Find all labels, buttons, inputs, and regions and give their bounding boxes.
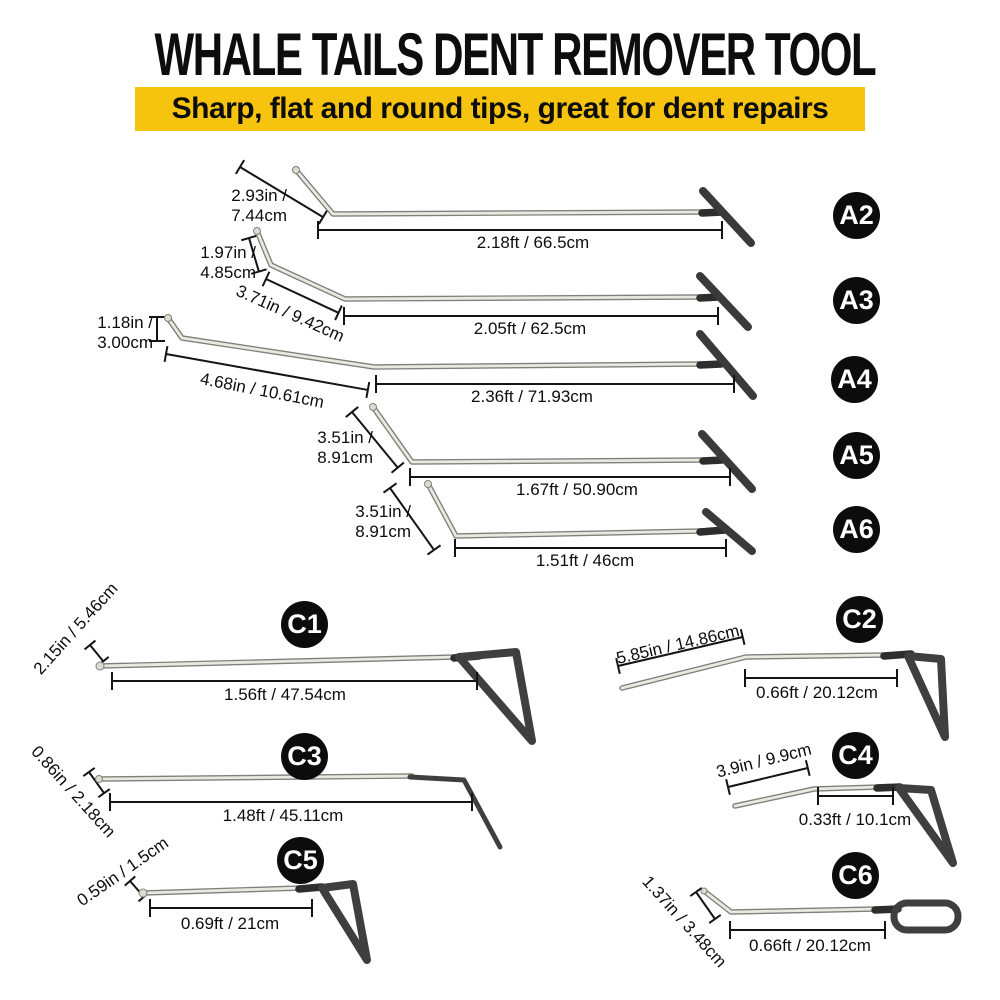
c4-length-measurement: 0.33ft / 10.1cm <box>798 810 912 829</box>
badge-a5: A5 <box>833 432 880 479</box>
a6-length-measurement: 1.51ft / 46cm <box>535 551 635 570</box>
badge-c2: C2 <box>836 596 883 643</box>
c5-length-measurement: 0.69ft / 21cm <box>180 914 280 933</box>
badge-c3: C3 <box>281 733 328 780</box>
badge-a6: A6 <box>833 506 880 553</box>
badge-a2: A2 <box>833 192 880 239</box>
a6-grip <box>696 526 729 536</box>
a5-length-measurement: 1.67ft / 50.90cm <box>516 480 638 499</box>
a3-handle <box>696 272 752 331</box>
c1-length-dimension <box>111 672 478 690</box>
a2-tip-bracket <box>235 159 329 225</box>
c1-handle <box>455 648 536 745</box>
a5-tip-bracket <box>345 406 405 474</box>
c3-tip-bracket <box>82 767 111 799</box>
a5-handle <box>698 430 756 493</box>
a2-handle <box>699 187 755 247</box>
c1-length-measurement: 1.56ft / 47.54cm <box>224 685 346 704</box>
c1-tip-bracket <box>83 639 110 667</box>
c3-tool-drawing <box>82 767 503 850</box>
page-title: WHALE TAILS DENT REMOVER TOOL <box>0 20 1000 89</box>
a3-length-measurement: 2.05ft / 62.5cm <box>473 319 587 338</box>
c4-tip-bracket <box>725 759 811 796</box>
a4-tool-drawing <box>149 314 757 400</box>
c6-length-measurement: 0.66ft / 20.12cm <box>749 936 871 955</box>
c2-handle <box>904 652 949 741</box>
a6-length-dimension <box>454 539 727 557</box>
a3-tool-drawing <box>241 227 752 331</box>
a3-segment-bracket <box>261 271 343 321</box>
a2-length-measurement: 2.18ft / 66.5cm <box>476 233 590 252</box>
a4-handle <box>696 330 757 400</box>
a6-tool-drawing <box>382 480 756 557</box>
c2-length-measurement: 0.66ft / 20.12cm <box>756 683 878 702</box>
c5-handle <box>318 880 371 964</box>
a4-tip-measurement: 1.18in /3.00cm <box>97 313 153 352</box>
c2-tip-bracket <box>615 628 746 675</box>
badge-c6: C6 <box>832 852 879 899</box>
a5-grip <box>699 456 726 465</box>
a6-tip-bracket <box>382 482 442 556</box>
c4-tool-drawing <box>725 759 957 867</box>
badge-c1: C1 <box>281 601 328 648</box>
subtitle-banner: Sharp, flat and round tips, great for de… <box>135 87 865 131</box>
a2-tool-drawing <box>235 159 755 247</box>
c6-tool-drawing <box>689 887 962 939</box>
c4-handle <box>895 784 957 867</box>
a3-tip-bracket <box>241 234 267 275</box>
c2-length-dimension <box>744 669 898 687</box>
a6-handle <box>702 508 756 555</box>
a4-grip <box>696 360 725 369</box>
c5-length-dimension <box>149 899 313 917</box>
a4-segment-bracket <box>163 345 371 399</box>
page-title-text: WHALE TAILS DENT REMOVER TOOL <box>154 21 876 88</box>
a4-length-measurement: 2.36ft / 71.93cm <box>471 387 593 406</box>
a5-rod <box>370 404 707 465</box>
a4-rod <box>165 315 704 370</box>
c3-bent-end <box>407 774 503 850</box>
a2-length-dimension <box>317 221 723 239</box>
a5-tip-measurement: 3.51in /8.91cm <box>317 428 373 467</box>
c6-tip-bracket <box>689 887 722 924</box>
c4-length-dimension <box>817 787 894 805</box>
a3-length-dimension <box>343 307 719 325</box>
a6-tip-measurement: 3.51in /8.91cm <box>355 502 411 541</box>
c3-length-dimension <box>109 793 473 811</box>
c6-length-dimension <box>729 921 886 939</box>
a3-tip-measurement: 1.97in /4.85cm <box>200 243 256 282</box>
c1-tool-drawing <box>83 639 536 745</box>
badge-c5: C5 <box>277 837 324 884</box>
a2-tip-measurement: 2.93in /7.44cm <box>231 186 287 225</box>
c2-tool-drawing <box>615 628 949 741</box>
c3-length-measurement: 1.48ft / 45.11cm <box>222 806 344 825</box>
a4-length-dimension <box>375 375 735 393</box>
a4-tip-bracket <box>149 316 165 342</box>
a5-length-dimension <box>409 468 731 486</box>
c6-handle <box>890 899 962 934</box>
badge-c4: C4 <box>832 732 879 779</box>
c5-tool-drawing <box>124 875 371 964</box>
badge-a4: A4 <box>831 356 878 403</box>
a2-rod <box>293 167 707 217</box>
badge-a3: A3 <box>833 277 880 324</box>
subtitle-banner-text: Sharp, flat and round tips, great for de… <box>171 92 829 125</box>
a5-tool-drawing <box>345 403 756 493</box>
